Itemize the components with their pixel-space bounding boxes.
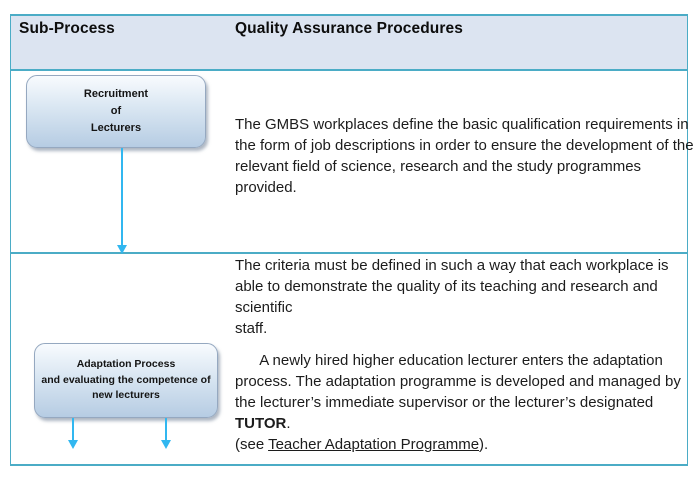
see-suffix: ). bbox=[479, 436, 489, 453]
recruitment-box-label: Recruitment of Lecturers bbox=[83, 88, 149, 134]
teacher-adaptation-programme-link[interactable]: Teacher Adaptation Programme bbox=[268, 436, 480, 453]
table-header-row: Sub-Process Quality Assurance Procedures bbox=[11, 16, 687, 71]
adaptation-box-label: Adaptation Process and evaluating the co… bbox=[41, 358, 211, 402]
arrow-line bbox=[121, 148, 123, 245]
header-qa-procedures: Quality Assurance Procedures bbox=[235, 20, 463, 37]
see-prefix: (see bbox=[235, 436, 265, 453]
tutor-bold-text: TUTOR bbox=[235, 415, 287, 432]
recruitment-box: Recruitment of Lecturers bbox=[26, 75, 206, 148]
qa-row2-intro: A newly hired higher education lecturer … bbox=[235, 352, 681, 411]
qa-procedures-table: Sub-Process Quality Assurance Procedures… bbox=[10, 14, 694, 466]
row-divider bbox=[11, 252, 687, 254]
arrow-line bbox=[72, 418, 74, 440]
qa-text-row2: A newly hired higher education lecturer … bbox=[235, 329, 681, 476]
arrow-head-icon bbox=[161, 440, 171, 449]
header-sub-process: Sub-Process bbox=[19, 20, 115, 37]
qa-row1-paragraph2: The criteria must be defined in such a w… bbox=[235, 257, 669, 337]
arrow-head-icon bbox=[117, 245, 127, 254]
qa-row1-paragraph1: The GMBS workplaces define the basic qua… bbox=[235, 116, 694, 196]
adaptation-box: Adaptation Process and evaluating the co… bbox=[34, 343, 218, 418]
arrow-head-icon bbox=[68, 440, 78, 449]
arrow-line bbox=[165, 418, 167, 440]
tutor-period: . bbox=[286, 415, 291, 432]
qa-text-row1: The GMBS workplaces define the basic qua… bbox=[235, 72, 694, 381]
